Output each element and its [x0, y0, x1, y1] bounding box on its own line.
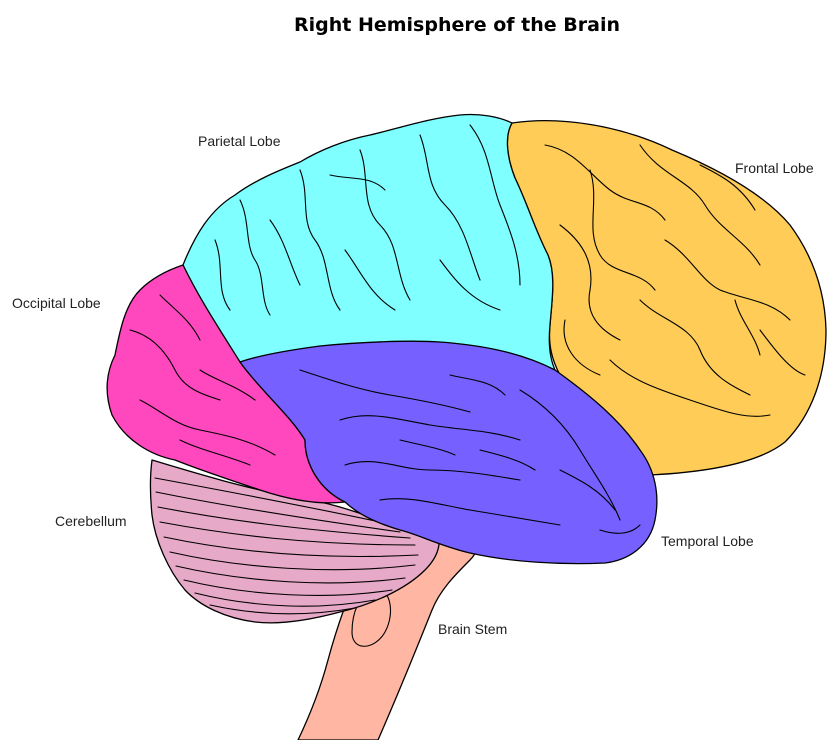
parietal-lobe — [183, 114, 556, 372]
label-temporal-lobe: Temporal Lobe — [661, 533, 754, 549]
label-cerebellum: Cerebellum — [55, 513, 127, 529]
label-parietal-lobe: Parietal Lobe — [198, 133, 281, 149]
diagram-title: Right Hemisphere of the Brain — [294, 14, 620, 36]
label-frontal-lobe: Frontal Lobe — [735, 160, 814, 176]
parietal-lobe-shape — [183, 114, 556, 372]
label-occipital-lobe: Occipital Lobe — [12, 295, 101, 311]
label-brain-stem: Brain Stem — [438, 621, 507, 637]
